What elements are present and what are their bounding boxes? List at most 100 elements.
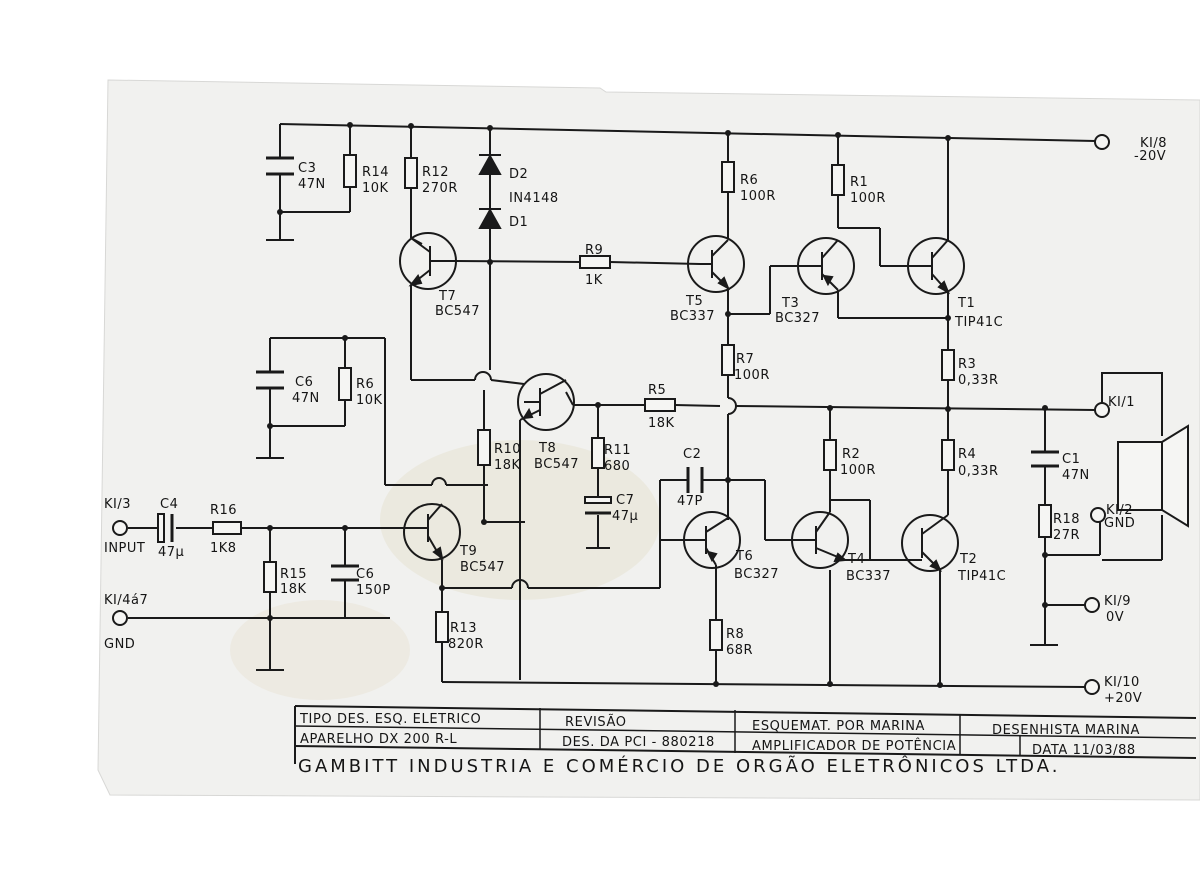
label-r14-name: R14	[362, 165, 389, 180]
resistor-r6-100r	[721, 161, 735, 193]
label-t7-name: T7	[438, 289, 456, 304]
resistor-r18	[1038, 504, 1052, 538]
label-r2-value: 100R	[840, 463, 876, 478]
label-ki10-value: +20V	[1104, 691, 1142, 706]
label-t3-name: T3	[781, 296, 799, 311]
label-t2-part: TIP41C	[957, 569, 1006, 584]
transistor-t1	[907, 237, 965, 295]
label-r5-value: 18K	[648, 416, 675, 431]
label-t9-name: T9	[459, 544, 477, 559]
label-gnd-text: GND	[104, 637, 135, 652]
label-r10-value: 18K	[494, 458, 521, 473]
label-r7-value: 100R	[734, 368, 770, 383]
label-c6a-value: 47N	[292, 391, 320, 406]
label-diode-part: IN4148	[509, 191, 559, 206]
label-t8-name: T8	[538, 441, 556, 456]
label-ki1-id: KI/1	[1108, 395, 1135, 410]
label-ki10-id: KI/10	[1104, 675, 1140, 690]
transistor-t9	[403, 503, 461, 561]
label-r11-value: 680	[604, 459, 630, 474]
component-labels: C3 47N R14 10K R12 270R D2 IN4148 D1 R9 …	[104, 136, 1167, 706]
label-r4-name: R4	[958, 447, 976, 462]
terminal-ki2	[1090, 507, 1106, 523]
transistor-t6	[683, 511, 741, 569]
resistor-r15	[263, 561, 277, 593]
title-tipo: TIPO DES. ESQ. ELETRICO	[299, 712, 481, 727]
label-r6b-value: 10K	[356, 393, 383, 408]
label-gnd-id: KI/4á7	[104, 593, 148, 608]
label-t3-part: BC327	[775, 311, 820, 326]
label-t2-name: T2	[959, 552, 977, 567]
transistors	[399, 232, 965, 572]
label-t4-name: T4	[847, 552, 865, 567]
capacitor-c4	[157, 513, 174, 543]
resistor-r8	[709, 619, 723, 651]
label-input-text: INPUT	[104, 541, 145, 556]
label-t1-part: TIP41C	[954, 315, 1003, 330]
label-r12-value: 270R	[422, 181, 458, 196]
paper-stain	[230, 600, 410, 700]
speaker-icon	[1117, 424, 1189, 528]
label-t7-part: BC547	[435, 304, 480, 319]
title-desenhista: DESENHISTA MARINA	[992, 723, 1140, 738]
title-revisao: REVISÃO	[565, 714, 627, 730]
terminal-ki9	[1084, 597, 1100, 613]
transistor-t4	[791, 511, 849, 569]
label-r1-name: R1	[850, 175, 868, 190]
label-ki2-id: KI/2	[1106, 503, 1133, 518]
label-c4-value: 47µ	[158, 545, 184, 560]
label-r3-value: 0,33R	[958, 373, 998, 388]
label-t4-part: BC337	[846, 569, 891, 584]
title-amplificador: AMPLIFICADOR DE POTÊNCIA	[752, 738, 956, 754]
terminal-gnd	[112, 610, 128, 626]
capacitor-c7	[584, 496, 612, 515]
label-ki8-value: -20V	[1134, 149, 1166, 164]
label-d2: D2	[509, 167, 528, 182]
label-c1-value: 47N	[1062, 468, 1090, 483]
label-c4-name: C4	[160, 497, 178, 512]
terminals	[112, 134, 1110, 695]
label-ki2-text: GND	[1104, 516, 1135, 531]
title-esquemat: ESQUEMAT. POR MARINA	[752, 719, 925, 734]
label-t9-part: BC547	[460, 560, 505, 575]
label-t6-name: T6	[735, 549, 753, 564]
resistor-r11	[591, 437, 605, 469]
label-r13-name: R13	[450, 621, 477, 636]
title-aparelho: APARELHO DX 200 R-L	[300, 732, 457, 747]
capacitor-c3	[266, 156, 294, 176]
title-data: DATA 11/03/88	[1032, 743, 1136, 758]
label-t6-part: BC327	[734, 567, 779, 582]
resistor-r6-10k	[338, 367, 352, 401]
resistor-r14	[343, 154, 357, 188]
label-ki8-id: KI/8	[1140, 136, 1167, 151]
label-c2-name: C2	[683, 447, 701, 462]
label-c3-value: 47N	[298, 177, 326, 192]
label-d1: D1	[509, 215, 528, 230]
label-r15-name: R15	[280, 567, 307, 582]
label-t5-part: BC337	[670, 309, 715, 324]
label-r5-name: R5	[648, 383, 666, 398]
label-r11-name: R11	[604, 443, 631, 458]
diodes	[478, 153, 502, 229]
label-r2-name: R2	[842, 447, 860, 462]
junctions	[267, 122, 1048, 688]
label-c6a-name: C6	[295, 375, 313, 390]
resistor-r4	[941, 439, 955, 471]
label-c7-value: 47µ	[612, 509, 638, 524]
resistor-r7	[721, 344, 735, 376]
terminal-ki8	[1094, 134, 1110, 150]
resistor-r1	[831, 164, 845, 196]
resistors	[212, 154, 1052, 651]
label-ki9-text: 0V	[1106, 610, 1124, 625]
label-r8-name: R8	[726, 627, 744, 642]
label-c1-name: C1	[1062, 452, 1080, 467]
label-r9-name: R9	[585, 243, 603, 258]
label-r10-name: R10	[494, 442, 521, 457]
transistor-t8	[517, 373, 575, 431]
transistor-t5	[687, 235, 745, 293]
label-input-id: KI/3	[104, 497, 131, 512]
resistor-r3	[941, 349, 955, 381]
label-r3-name: R3	[958, 357, 976, 372]
label-r1-value: 100R	[850, 191, 886, 206]
label-c3-name: C3	[298, 161, 316, 176]
